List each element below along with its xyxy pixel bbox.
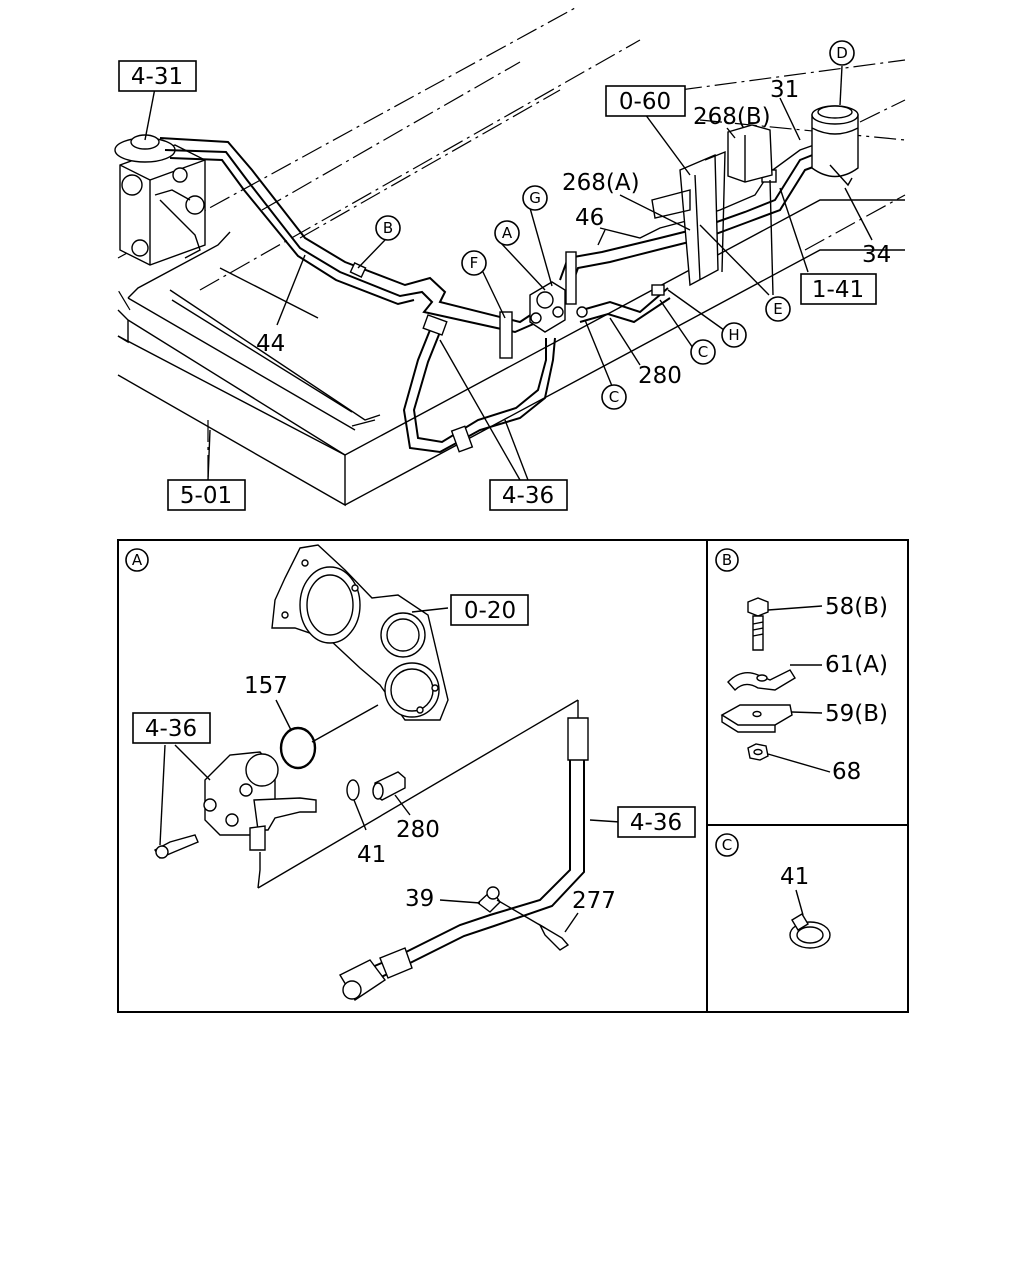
svg-text:C: C — [698, 343, 708, 361]
svg-text:C: C — [722, 836, 732, 854]
clamp-41-panel-c — [789, 889, 831, 949]
svg-text:E: E — [773, 300, 782, 318]
part-number-31: 31 — [770, 77, 799, 103]
ref-box-4-36-panel-a-left[interactable]: 4-36 — [132, 712, 211, 744]
ref-label-4-36-main: 4-36 — [502, 483, 554, 509]
ref-box-0-20[interactable]: 0-20 — [450, 594, 529, 626]
power-steering-pump — [529, 281, 588, 333]
ref-box-1-41[interactable]: 1-41 — [800, 273, 877, 305]
svg-text:B: B — [722, 551, 732, 569]
part-number-280: 280 — [638, 363, 682, 389]
part-number-41-panel-c: 41 — [780, 864, 809, 890]
part-number-68: 68 — [832, 759, 861, 785]
part-number-157: 157 — [244, 673, 288, 699]
callout-E: E — [765, 296, 791, 322]
frame-rails — [117, 7, 906, 507]
svg-text:F: F — [470, 254, 479, 272]
part-number-46: 46 — [575, 205, 604, 231]
callout-D: D — [829, 40, 855, 66]
part-number-268b: 268(B) — [693, 104, 771, 130]
part-number-39: 39 — [405, 886, 434, 912]
ref-box-0-60[interactable]: 0-60 — [605, 85, 686, 117]
part-number-34: 34 — [862, 242, 891, 268]
callout-B: B — [375, 215, 401, 241]
part-number-44: 44 — [256, 331, 285, 357]
ref-box-5-01[interactable]: 5-01 — [167, 479, 246, 511]
gear-case-gasket — [271, 544, 449, 721]
nut-68 — [747, 743, 831, 773]
part-number-59b: 59(B) — [825, 701, 888, 727]
panel-label-A: A — [125, 548, 149, 572]
svg-text:D: D — [836, 44, 848, 62]
steering-gear-box — [114, 134, 206, 266]
bracket-0-60 — [651, 124, 773, 287]
callout-G: G — [522, 185, 548, 211]
ref-box-4-31[interactable]: 4-31 — [118, 60, 197, 92]
ref-label-5-01: 5-01 — [180, 483, 232, 509]
hose-4-36-detail — [257, 699, 621, 1001]
part-number-41-detail: 41 — [357, 842, 386, 868]
ref-label-1-41: 1-41 — [812, 277, 864, 303]
svg-text:H: H — [728, 326, 739, 344]
callout-F: F — [461, 250, 487, 276]
svg-text:G: G — [529, 189, 541, 207]
svg-text:C: C — [609, 388, 619, 406]
panel-label-C: C — [715, 833, 739, 857]
clamp-41-detail — [346, 771, 411, 831]
hydraulic-lines — [159, 137, 833, 454]
pump-detail — [154, 751, 317, 859]
oil-reservoir — [811, 105, 859, 187]
bolt-58b — [747, 597, 823, 651]
ref-box-4-36-panel-a-right[interactable]: 4-36 — [617, 806, 696, 838]
detail-frame — [117, 539, 909, 1013]
callout-H: H — [721, 322, 747, 348]
svg-text:B: B — [383, 219, 393, 237]
ref-label-0-60: 0-60 — [619, 89, 671, 115]
ref-box-4-36-main[interactable]: 4-36 — [489, 479, 568, 511]
panel-label-B: B — [715, 548, 739, 572]
ref-label-4-31: 4-31 — [131, 64, 183, 90]
part-number-58b: 58(B) — [825, 594, 888, 620]
o-ring-157 — [275, 699, 379, 770]
leader-lines-upper — [144, 65, 873, 481]
part-number-61a: 61(A) — [825, 652, 888, 678]
ref-label-4-36-panel-a-right: 4-36 — [630, 810, 682, 836]
plate-59b — [720, 704, 823, 733]
part-number-277: 277 — [572, 888, 616, 914]
svg-text:A: A — [502, 224, 513, 242]
callout-C-upper-right: C — [690, 339, 716, 365]
callout-A: A — [494, 220, 520, 246]
part-number-280-detail: 280 — [396, 817, 440, 843]
ref-label-4-36-panel-a-left: 4-36 — [145, 716, 197, 742]
part-number-268a: 268(A) — [562, 170, 640, 196]
ref-label-0-20: 0-20 — [464, 598, 516, 624]
svg-text:A: A — [132, 551, 143, 569]
callout-C-upper-left: C — [601, 384, 627, 410]
clip-61a — [727, 664, 822, 692]
